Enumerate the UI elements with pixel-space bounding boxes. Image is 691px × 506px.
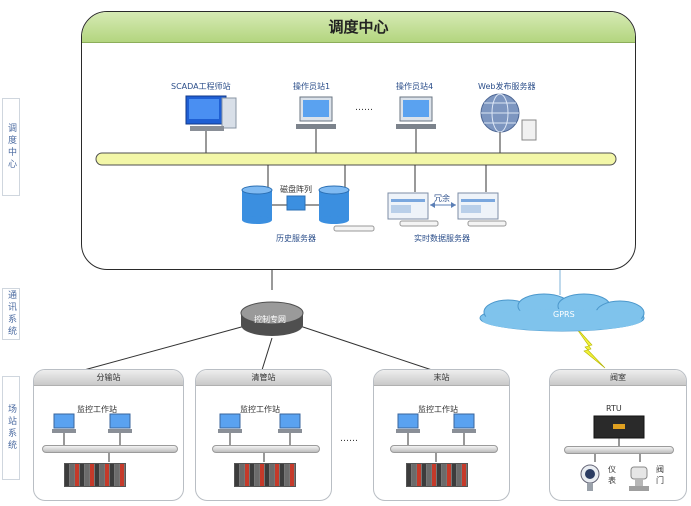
pressure-gauge-icon (580, 464, 600, 491)
station-name: 清管站 (196, 370, 331, 386)
station-devices (396, 413, 476, 462)
monitor-computer-icon (452, 413, 476, 433)
realtime-server-label: 实时数据服务器 (414, 234, 470, 243)
ellipsis-label: …… (355, 103, 373, 113)
main-bus (95, 152, 617, 166)
web-label: Web发布服务器 (478, 82, 536, 91)
plc-rack-icon (64, 463, 126, 487)
monitor-computer-icon (218, 413, 242, 433)
plc-rack-icon (234, 463, 296, 487)
disk-array-icon (286, 195, 306, 211)
op1-label: 操作员站1 (293, 82, 331, 91)
station-bus (42, 445, 178, 453)
lightning-icon (573, 324, 606, 369)
realtime-server-right-icon (457, 192, 499, 220)
valve-label: 阀门 (656, 465, 664, 485)
op4-label: 操作员站4 (396, 82, 434, 91)
station-box: 分输站 监控工作站 (33, 369, 184, 501)
station-devices (52, 413, 132, 462)
op1-computer-icon (296, 96, 336, 129)
monitor-computer-icon (278, 413, 302, 433)
valve-room-box: 阀室 RTU 仪表 阀门 (549, 369, 687, 501)
valve-room-bus (564, 446, 674, 454)
side-label-comm: 通讯系统 (2, 288, 20, 340)
private-network-hub-icon (240, 301, 304, 336)
meter-label: 仪表 (608, 465, 616, 485)
scada-label: SCADA工程师站 (171, 82, 231, 91)
station-ellipsis: …… (340, 434, 358, 444)
realtime-server-left-icon (387, 192, 429, 220)
history-server-label: 历史服务器 (276, 234, 316, 243)
station-name: 分输站 (34, 370, 183, 386)
scada-computer-icon (185, 95, 237, 131)
op4-computer-icon (396, 96, 436, 129)
rtu-label: RTU (606, 404, 622, 413)
private-network-label: 控制专网 (254, 315, 286, 324)
plc-rack-icon (406, 463, 468, 487)
monitor-label: 监控工作站 (240, 405, 280, 414)
side-label-site: 场站系统 (2, 376, 20, 480)
monitor-label: 监控工作站 (77, 405, 117, 414)
monitor-computer-icon (108, 413, 132, 433)
valve-room-name: 阀室 (550, 370, 686, 386)
redundant-label: 冗余 (434, 194, 450, 203)
monitor-computer-icon (396, 413, 420, 433)
station-bus (390, 445, 498, 453)
gprs-label: GPRS (553, 310, 575, 319)
side-label-site-text: 场站系统 (6, 404, 16, 452)
history-disk-left-icon (241, 185, 273, 224)
rtu-device-icon (593, 415, 645, 439)
dispatch-center-title: 调度中心 (82, 12, 635, 43)
gprs-cloud-icon (479, 293, 645, 332)
side-label-dispatch-text: 调度中心 (6, 123, 16, 171)
valve-actuator-icon (629, 466, 649, 491)
side-label-comm-text: 通讯系统 (6, 290, 16, 338)
monitor-computer-icon (52, 413, 76, 433)
monitor-label: 监控工作站 (418, 405, 458, 414)
history-disk-right-icon (318, 185, 350, 224)
station-box: 清管站 监控工作站 (195, 369, 332, 501)
web-globe-icon (480, 93, 537, 141)
disk-array-label: 磁盘阵列 (280, 185, 312, 194)
station-name: 末站 (374, 370, 509, 386)
station-box: 末站 监控工作站 (373, 369, 510, 501)
station-bus (212, 445, 320, 453)
valve-room-devices (580, 415, 649, 491)
side-label-dispatch: 调度中心 (2, 98, 20, 196)
station-devices (218, 413, 302, 462)
